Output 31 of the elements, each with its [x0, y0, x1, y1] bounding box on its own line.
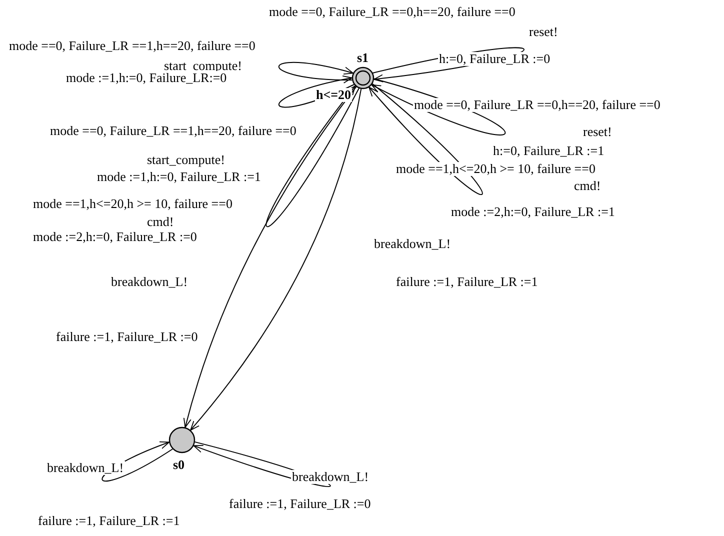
invariant-label: h<=20 — [315, 88, 352, 102]
transition-label: mode :=1,h:=0, Failure_LR :=1 — [96, 170, 262, 184]
state-name: s0 — [172, 458, 186, 472]
self-loop-arrow — [278, 62, 354, 80]
transition-label: reset! — [582, 125, 613, 139]
transition-label: h:=0, Failure_LR :=0 — [438, 52, 552, 66]
transition-label: cmd! — [573, 179, 602, 193]
transition-label: start_compute! — [146, 153, 226, 167]
transition-label: failure :=1, Failure_LR :=1 — [37, 514, 181, 528]
transition-label: failure :=1, Failure_LR :=0 — [228, 497, 372, 511]
transition-label: reset! — [528, 25, 559, 39]
edge-label: breakdown_L! — [373, 237, 452, 251]
edge-label: breakdown_L! — [291, 470, 370, 484]
edge-label: mode ==0, Failure_LR ==0,h==20, failure ==0 — [268, 5, 516, 19]
self-loop-arrow — [368, 83, 483, 195]
transition-label: h:=0, Failure_LR :=1 — [492, 144, 606, 158]
transition-label: mode :=2,h:=0, Failure_LR :=1 — [450, 205, 616, 219]
edge-label: mode ==1,h<=20,h >= 10, failure ==0 — [395, 162, 596, 176]
edge-label: mode ==0, Failure_LR ==1,h==20, failure ==0 — [8, 39, 256, 53]
state-name: s1 — [356, 51, 370, 65]
edge-label: mode ==0, Failure_LR ==1,h==20, failure ==0 — [49, 124, 298, 138]
transition-label: failure :=1, Failure_LR :=0 — [55, 330, 199, 344]
transition-label: mode :=1,h:=0, Failure_LR:=0 — [65, 71, 228, 85]
self-loop-arrow — [266, 85, 360, 227]
edge-label: breakdown_L! — [110, 275, 189, 289]
transition-label: failure :=1, Failure_LR :=1 — [395, 275, 539, 289]
transition-label: mode :=2,h:=0, Failure_LR :=0 — [32, 230, 198, 244]
edge-label: mode ==1,h<=20,h >= 10, failure ==0 — [32, 197, 234, 211]
edge-label: mode ==0, Failure_LR ==0,h==20, failure ==0 — [413, 98, 662, 112]
edge-label: breakdown_L! — [46, 461, 125, 475]
transition-label: cmd! — [146, 215, 175, 229]
